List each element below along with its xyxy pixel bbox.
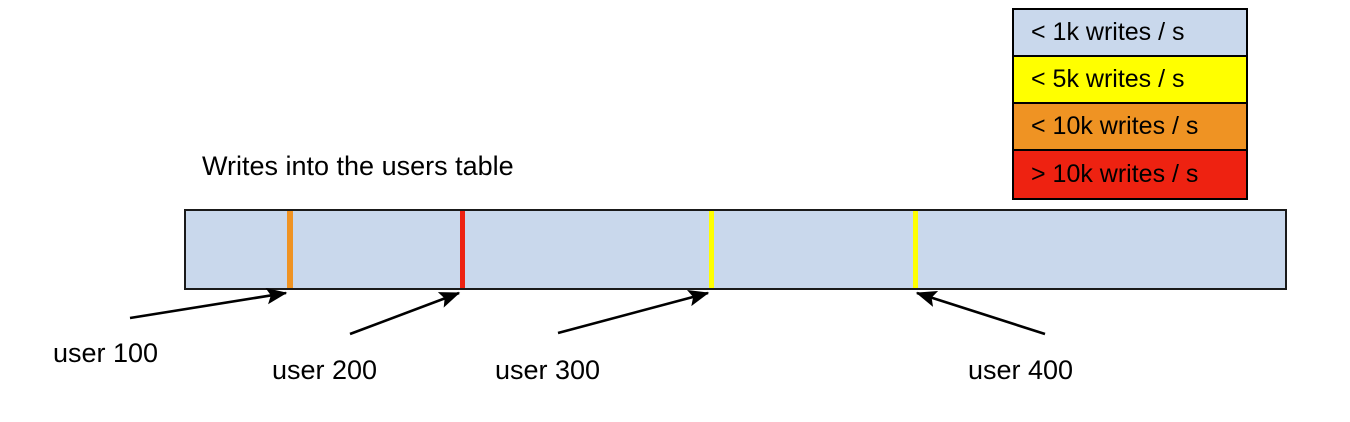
arrow-user-100 (129, 287, 288, 320)
marker-user-400 (913, 211, 918, 288)
legend-row-1: < 5k writes / s (1014, 57, 1246, 104)
arrow-user-200 (349, 291, 461, 336)
arrow-user-400 (915, 291, 1046, 336)
marker-user-300 (709, 211, 714, 288)
label-user-400: user 400 (968, 355, 1074, 385)
label-user-200: user 200 (272, 355, 378, 385)
arrow-user-300 (557, 289, 710, 335)
legend-row-3: > 10k writes / s (1014, 151, 1246, 198)
users-table-range-bar (184, 209, 1287, 290)
marker-user-200 (460, 211, 465, 288)
marker-user-100 (287, 211, 293, 288)
legend-label-0: < 1k writes / s (1031, 18, 1185, 46)
diagram-title: Writes into the users table (202, 151, 514, 181)
legend-label-3: > 10k writes / s (1031, 160, 1199, 188)
legend-row-2: < 10k writes / s (1014, 104, 1246, 151)
writes-legend: < 1k writes / s < 5k writes / s < 10k wr… (1012, 8, 1248, 200)
label-user-100: user 100 (53, 338, 159, 368)
label-user-300: user 300 (495, 355, 601, 385)
legend-label-2: < 10k writes / s (1031, 112, 1199, 140)
legend-row-0: < 1k writes / s (1014, 10, 1246, 57)
legend-label-1: < 5k writes / s (1031, 65, 1185, 93)
